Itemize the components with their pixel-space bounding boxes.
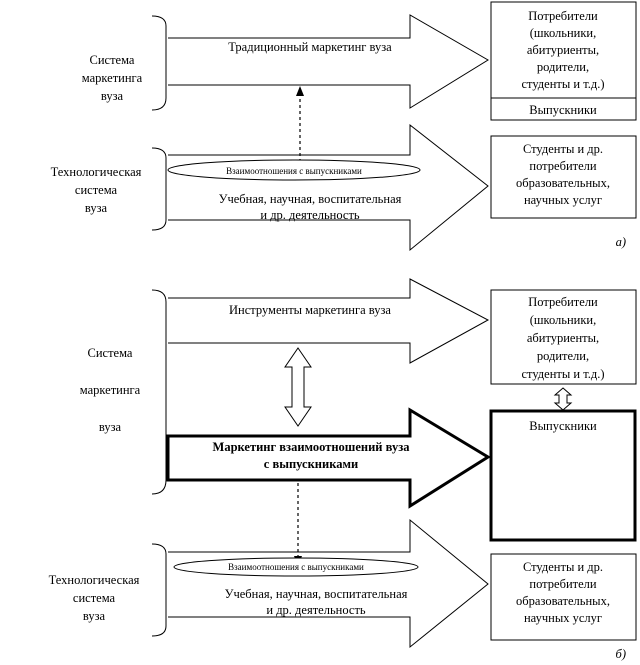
a-system-label-1: Система: [90, 53, 135, 67]
b-students-3: образовательных,: [516, 594, 610, 608]
a-students-3: образовательных,: [516, 176, 610, 190]
part-a: Система маркетинга вуза Традиционный мар…: [51, 1, 637, 252]
a-consumers-1: Потребители: [528, 9, 598, 23]
b-activity-label-1: Учебная, научная, воспитательная: [225, 587, 408, 601]
a-dashed-arrowhead: [296, 86, 304, 96]
a-students-1: Студенты и др.: [523, 142, 603, 156]
a-tech-label-2: система: [75, 183, 118, 197]
a-activity-label-2: и др. деятельность: [260, 208, 360, 222]
b-instruments-label: Инструменты маркетинга вуза: [229, 303, 391, 317]
a-consumers-4: родители,: [537, 60, 589, 74]
a-traditional-marketing-label: Традиционный маркетинг вуза: [228, 40, 392, 54]
b-activity-label-2: и др. деятельность: [266, 603, 366, 617]
a-tech-label-3: вуза: [85, 201, 108, 215]
b-students-4: научных услуг: [524, 611, 602, 625]
b-students-box: [490, 553, 637, 641]
a-system-brace: [151, 15, 167, 111]
b-system-label-1: Система: [88, 346, 133, 360]
part-b: Система маркетинга вуза Инструменты марк…: [49, 278, 637, 661]
a-students-box: [490, 135, 637, 219]
a-consumers-3: абитуриенты,: [527, 43, 599, 57]
a-activity-arrow: [168, 123, 489, 252]
b-relationship-arrow: [166, 407, 491, 509]
b-system-label-2: маркетинга: [80, 383, 141, 397]
b-tech-brace: [151, 543, 167, 637]
b-caption: б): [616, 647, 626, 661]
a-system-label-3: вуза: [101, 89, 124, 103]
b-consumers-5: студенты и т.д.): [521, 367, 604, 381]
b-consumers-3: абитуриенты,: [527, 331, 599, 345]
b-system-label-3: вуза: [99, 420, 122, 434]
a-consumers-5: студенты и т.д.): [521, 77, 604, 91]
b-consumers-box: [490, 289, 637, 385]
b-relationship-label-1: Маркетинг взаимоотношений вуза: [213, 440, 411, 454]
a-students-2: потребители: [529, 159, 596, 173]
a-activity-label-1: Учебная, научная, воспитательная: [219, 192, 402, 206]
b-tech-label-1: Технологическая: [49, 573, 140, 587]
b-relationship-label-2: с выпускниками: [264, 457, 358, 471]
a-consumers-2: (школьники,: [530, 26, 597, 40]
b-system-brace: [151, 289, 167, 495]
b-consumers-2: (школьники,: [530, 313, 597, 327]
a-traditional-arrow: [168, 14, 489, 109]
a-graduates: Выпускники: [529, 103, 597, 117]
b-relations-label: Взаимоотношения с выпускниками: [228, 562, 364, 572]
b-instruments-arrow: [168, 278, 490, 364]
b-double-arrow: [284, 347, 312, 427]
a-system-label-2: маркетинга: [82, 71, 143, 85]
b-students-2: потребители: [529, 577, 596, 591]
a-tech-label-1: Технологическая: [51, 165, 142, 179]
a-students-4: научных услуг: [524, 193, 602, 207]
a-relations-ellipse: [167, 159, 421, 181]
b-activity-arrow: [168, 518, 489, 649]
a-caption: а): [616, 235, 626, 249]
b-consumers-1: Потребители: [528, 295, 598, 309]
b-tech-label-2: система: [73, 591, 116, 605]
b-students-1: Студенты и др.: [523, 560, 603, 574]
b-small-double-arrow: [553, 387, 573, 411]
b-graduates: Выпускники: [529, 419, 597, 433]
a-tech-brace: [151, 147, 167, 231]
a-consumers-box: [490, 1, 637, 121]
a-relations-label: Взаимоотношения с выпускниками: [226, 166, 362, 176]
b-consumers-4: родители,: [537, 349, 589, 363]
b-tech-label-3: вуза: [83, 609, 106, 623]
b-graduates-box: [489, 409, 637, 542]
b-relations-ellipse: [173, 557, 419, 577]
